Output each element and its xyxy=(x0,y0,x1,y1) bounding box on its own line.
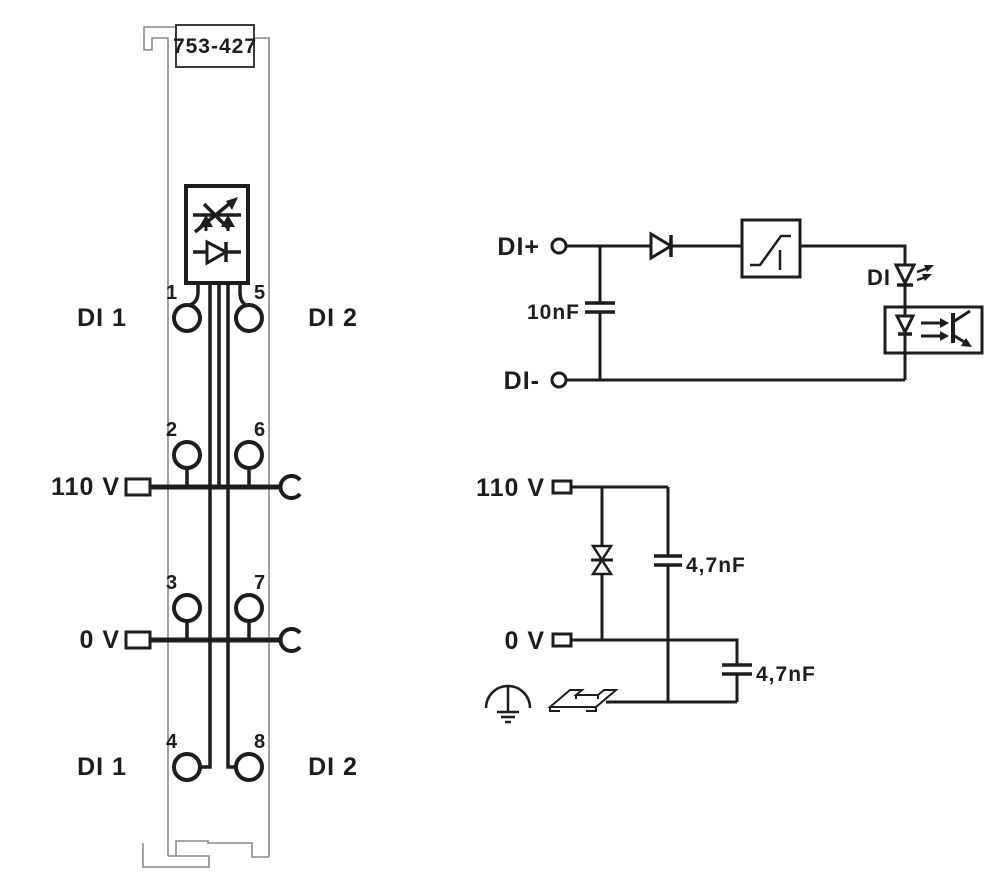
terminal-square-0v xyxy=(124,630,152,650)
terminal-1-number: 1 xyxy=(166,282,178,304)
diode-symbol xyxy=(193,239,241,266)
module-housing-outline xyxy=(142,26,270,868)
comparator-output-wire xyxy=(800,244,907,265)
di-minus-terminal xyxy=(550,371,568,389)
terminals: 1 5 2 6 3 7 4 8 xyxy=(166,282,266,782)
wire-0v xyxy=(571,638,739,665)
optocoupler-led xyxy=(894,307,916,353)
terminal-square-0v-schematic xyxy=(551,632,573,648)
part-number-box xyxy=(175,24,255,68)
label-di2-bottom: DI 2 xyxy=(308,753,358,781)
label-110v-schematic: 110 V xyxy=(476,474,545,502)
terminal-7-number: 7 xyxy=(254,572,266,594)
di-led-label: DI xyxy=(867,265,891,290)
power-filter-schematic: 110 V 4,7nF 0 V 4,7nF xyxy=(476,474,816,724)
label-0v-schematic: 0 V xyxy=(504,627,545,655)
terminal-square-110v-schematic xyxy=(551,479,573,495)
terminal-3-number: 3 xyxy=(166,572,178,594)
power-jumper-contact-110v xyxy=(278,474,302,500)
threshold-ramp-symbol xyxy=(750,234,791,267)
terminal-8 xyxy=(234,752,264,782)
suppressor-diode-symbol xyxy=(590,487,614,640)
label-di1-top: DI 1 xyxy=(77,304,127,332)
threshold-comparator-block xyxy=(740,218,802,279)
terminal-8-number: 8 xyxy=(254,731,266,753)
status-led-symbol xyxy=(193,197,241,234)
input-channel-schematic: DI+ 10nF DI xyxy=(497,218,984,395)
terminal-6-number: 6 xyxy=(254,419,266,441)
part-number: 753-427 xyxy=(173,35,257,58)
optocoupler-block xyxy=(883,305,984,355)
terminal-2 xyxy=(172,440,202,470)
module-internal-wiring xyxy=(185,283,251,769)
module-body: 753-427 xyxy=(51,24,358,868)
capacitor-0v-to-ground: 4,7nF xyxy=(722,663,816,702)
phototransistor-symbol xyxy=(951,309,972,347)
din-rail-symbol xyxy=(547,689,619,712)
terminal-1 xyxy=(172,303,202,333)
capacitor-0v-label: 4,7nF xyxy=(756,663,816,686)
label-0v-module: 0 V xyxy=(79,626,120,654)
terminal-square-110v xyxy=(124,477,152,497)
capacitor-110v-label: 4,7nF xyxy=(686,554,746,577)
power-jumper-contact-0v xyxy=(278,627,302,653)
label-di-minus: DI- xyxy=(504,367,540,395)
label-di-plus: DI+ xyxy=(497,233,540,261)
terminal-4 xyxy=(172,752,202,782)
label-di1-bottom: DI 1 xyxy=(77,753,127,781)
terminal-6 xyxy=(234,440,264,470)
label-110v-module: 110 V xyxy=(51,473,120,501)
optocoupler-light-arrows xyxy=(921,318,949,341)
functional-earth-icon xyxy=(484,684,532,724)
di-status-led: DI xyxy=(867,263,934,307)
terminal-5-number: 5 xyxy=(254,282,266,304)
terminal-2-number: 2 xyxy=(166,419,178,441)
capacitor-10nF-label: 10nF xyxy=(527,301,580,324)
terminal-5 xyxy=(234,303,264,333)
terminal-4-number: 4 xyxy=(166,731,178,753)
electronics-block xyxy=(184,184,250,285)
label-di2-top: DI 2 xyxy=(308,304,358,332)
led-emission-arrows xyxy=(916,265,934,282)
electronics-box xyxy=(184,184,250,285)
di-plus-terminal xyxy=(550,237,568,255)
series-diode-symbol xyxy=(649,231,674,261)
terminal-3 xyxy=(172,593,202,623)
capacitor-110v-to-ground: 4,7nF xyxy=(654,487,746,702)
terminal-7 xyxy=(234,593,264,623)
input-capacitor-10nF: 10nF xyxy=(527,246,615,380)
